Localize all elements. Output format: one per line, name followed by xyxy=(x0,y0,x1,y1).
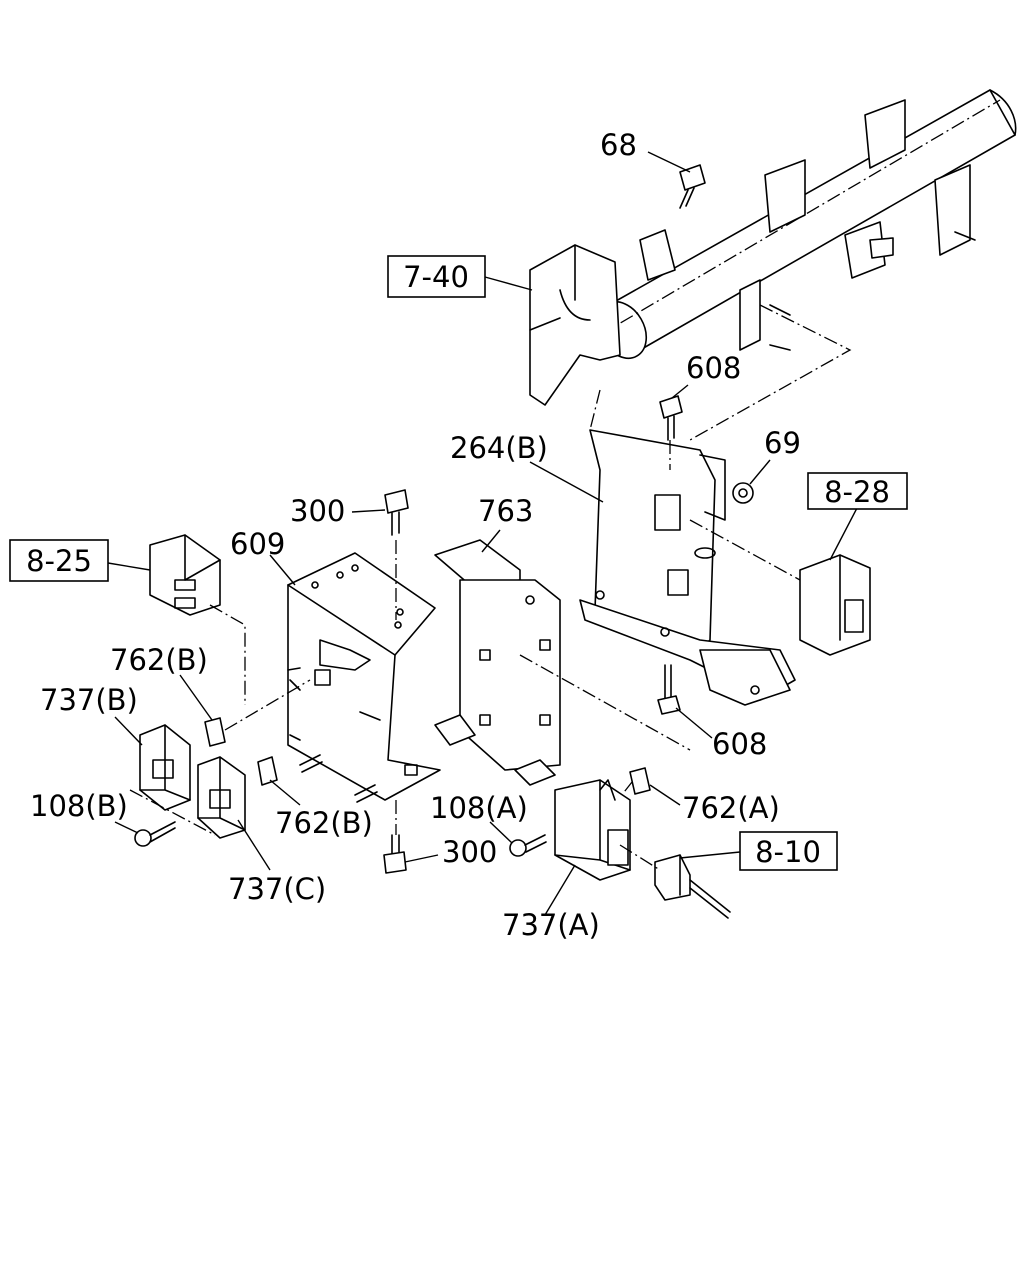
guide-line-bracket xyxy=(589,389,601,431)
label-part-609: 609 xyxy=(230,527,285,561)
ref-box-8-10[interactable]: 8-10 xyxy=(739,831,838,871)
ref-label-8-25: 8-25 xyxy=(26,544,92,578)
ref-label-8-28: 8-28 xyxy=(824,475,890,509)
label-part-762a: 762(A) xyxy=(682,791,780,825)
cross-beam-tube xyxy=(596,89,1017,360)
ref-label-7-40: 7-40 xyxy=(403,260,469,294)
label-part-300-bottom: 300 xyxy=(442,835,497,869)
label-part-737b: 737(B) xyxy=(40,683,138,717)
label-part-737c: 737(C) xyxy=(228,872,326,906)
connector-8-10 xyxy=(619,844,741,919)
clip-762b-upper xyxy=(179,674,311,747)
label-part-68: 68 xyxy=(600,128,637,162)
label-part-608-top: 608 xyxy=(686,351,741,385)
label-part-762b-upper: 762(B) xyxy=(110,643,208,677)
guide-line-beam xyxy=(689,304,852,441)
module-737a xyxy=(544,779,631,916)
module-8-28 xyxy=(689,507,871,656)
label-part-69: 69 xyxy=(764,426,801,460)
bolt-300-top xyxy=(351,489,409,620)
label-part-762b-lower: 762(B) xyxy=(275,806,373,840)
bolt-608-lower xyxy=(657,664,713,739)
label-part-763: 763 xyxy=(478,494,533,528)
bolt-68 xyxy=(647,151,706,209)
ref-box-7-40[interactable]: 7-40 xyxy=(387,255,486,298)
clip-762b-lower xyxy=(257,754,378,806)
bracket-7-40 xyxy=(484,244,621,406)
bracket-609 xyxy=(269,552,441,801)
label-part-264b: 264(B) xyxy=(450,431,548,465)
bolt-608-upper xyxy=(659,384,689,470)
relay-8-25 xyxy=(107,534,246,705)
block-737b xyxy=(114,716,191,811)
bolt-300-bottom xyxy=(383,800,439,874)
bracket-264b xyxy=(529,429,796,706)
nut-69 xyxy=(732,459,771,504)
ref-label-8-10: 8-10 xyxy=(755,835,821,869)
block-737c xyxy=(197,756,271,871)
label-part-608-bottom: 608 xyxy=(712,727,767,761)
label-part-108b: 108(B) xyxy=(30,789,128,823)
label-part-737a: 737(A) xyxy=(502,908,600,942)
bracket-763 xyxy=(434,529,691,786)
screw-108a xyxy=(489,821,547,857)
screw-108b xyxy=(114,789,216,847)
label-part-300-top: 300 xyxy=(290,494,345,528)
ref-box-8-28[interactable]: 8-28 xyxy=(807,472,908,510)
label-part-108a: 108(A) xyxy=(430,791,528,825)
ref-box-8-25[interactable]: 8-25 xyxy=(9,539,109,582)
